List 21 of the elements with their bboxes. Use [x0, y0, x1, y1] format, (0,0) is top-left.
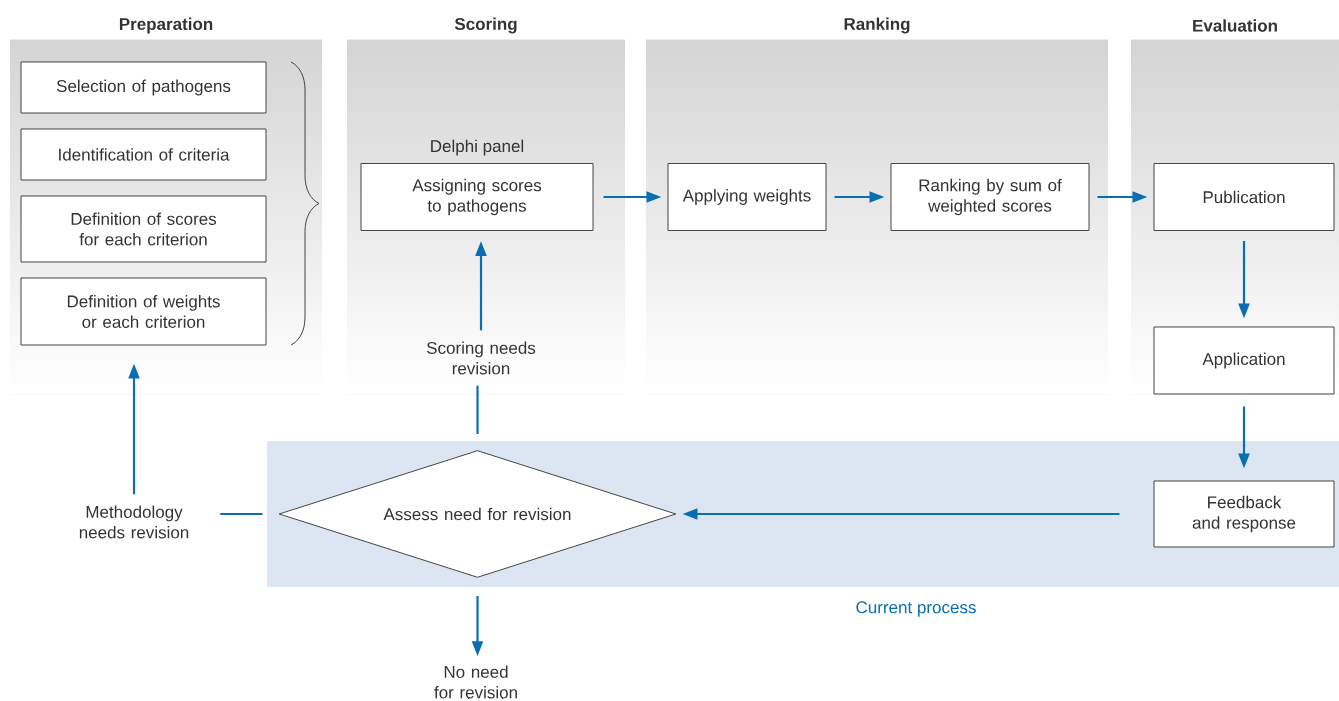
- process-box: Selection of pathogens: [20, 61, 267, 114]
- connector-line: [220, 512, 263, 516]
- flow-text: Methodology needs revision: [79, 505, 189, 539]
- process-box: Identification of criteria: [20, 128, 267, 181]
- column-heading: Ranking: [844, 17, 910, 34]
- column-heading: Evaluation: [1193, 19, 1277, 32]
- process-box: Application: [1153, 326, 1335, 395]
- column-heading: Preparation: [119, 17, 213, 34]
- process-box: Definition of weights or each criterion: [20, 277, 267, 346]
- process-box: Publication: [1153, 163, 1335, 231]
- process-box: Applying weights: [667, 163, 827, 231]
- process-box: Feedback and response: [1153, 480, 1335, 548]
- flow-text: Scoring needs revision: [426, 341, 536, 375]
- band-caption: Current process: [856, 601, 976, 617]
- process-box: Definition of scores for each criterion: [20, 195, 267, 263]
- process-box: Assigning scores to pathogens: [360, 163, 594, 231]
- process-box: Ranking by sum of weighted scores: [890, 163, 1090, 231]
- column-heading: Scoring: [454, 17, 517, 34]
- connector-line: [476, 385, 479, 434]
- box-caption: Delphi panel: [431, 139, 524, 156]
- flow-text: No need for revision: [434, 665, 517, 699]
